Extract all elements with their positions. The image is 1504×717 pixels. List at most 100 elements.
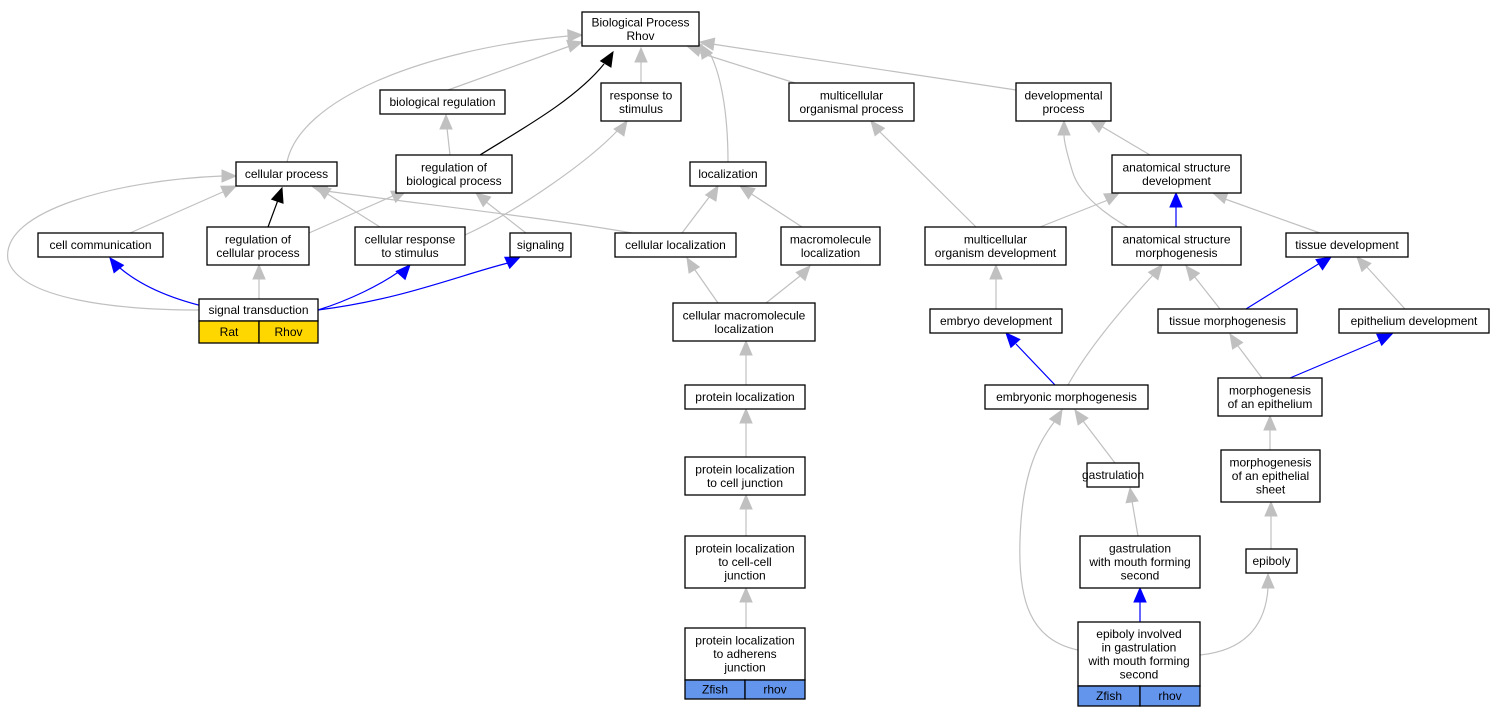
node-label-line: cell communication (49, 238, 151, 252)
arrowhead-icon (439, 113, 453, 130)
edge-anat_morph-to-dev_proc (1057, 119, 1151, 239)
node-label-line: embryonic morphogenesis (996, 390, 1137, 404)
node-label-line: morphogenesis (1135, 246, 1217, 260)
node-label-line: localization (698, 167, 757, 181)
edge-sig_trans-to-signaling (317, 256, 522, 311)
node-bio-reg[interactable]: biological regulation (379, 89, 506, 115)
arrowhead-icon (1005, 332, 1021, 349)
node-label-line: to cell junction (707, 476, 783, 490)
edge-tissue_morph-to-anat_morph (1185, 265, 1221, 310)
node-label-line: morphogenesis (1229, 456, 1311, 470)
arrowhead-icon (1169, 191, 1183, 208)
arrowhead-icon (1057, 119, 1071, 136)
node-label-line: multicellular (820, 88, 883, 102)
edge-tissue_morph-to-tissue_dev (1245, 256, 1333, 310)
arrowhead-icon (1376, 333, 1394, 347)
gene-label: Rhov (274, 325, 302, 339)
edge-epi_dev-to-tissue_dev (1356, 256, 1406, 310)
arrowhead-icon (989, 263, 1003, 280)
arrowhead-icon (567, 28, 584, 43)
arrowhead-icon (252, 263, 266, 280)
node-label-line: development (1142, 174, 1211, 188)
arrowhead-icon (1133, 586, 1147, 603)
edge-reg_bio-to-bp_root (479, 50, 614, 156)
node-label-line: anatomical structure (1122, 232, 1230, 246)
node-embryonic-morph[interactable]: embryonic morphogenesis (984, 384, 1149, 410)
node-label-line: Rhov (626, 29, 654, 43)
arrowhead-icon (870, 120, 886, 137)
node-label-line: tissue morphogenesis (1169, 314, 1286, 328)
node-label-line: stimulus (619, 102, 663, 116)
node-tissue-morph[interactable]: tissue morphogenesis (1157, 308, 1298, 334)
node-embryo-dev[interactable]: embryo development (929, 308, 1063, 334)
node-cell-comm[interactable]: cell communication (37, 232, 164, 258)
edge-reg_cell-to-cell_proc (267, 186, 284, 228)
node-epi-dev[interactable]: epithelium development (1338, 308, 1490, 334)
arrowhead-icon (1048, 408, 1063, 426)
gene-label: rhov (1158, 689, 1181, 703)
species-label: Zfish (1096, 689, 1122, 703)
node-label-line: gastrulation (1109, 542, 1171, 556)
node-signaling[interactable]: signaling (509, 232, 572, 258)
edge-embryo_dev-to-multi_dev (989, 263, 1003, 309)
node-cell-proc[interactable]: cellular process (235, 161, 338, 187)
node-label-line: morphogenesis (1229, 383, 1311, 397)
node-label-line: in gastrulation (1102, 640, 1177, 654)
edge-multi_dev-to-multi_proc (870, 120, 977, 228)
node-label-line: junction (723, 569, 765, 583)
node-prot-loc[interactable]: protein localization (684, 384, 806, 410)
node-label-line: regulation of (225, 232, 292, 246)
arrowhead-icon (1088, 119, 1106, 134)
node-label-line: epithelium development (1351, 314, 1478, 328)
node-label-line: Biological Process (591, 15, 689, 29)
node-label-line: multicellular (964, 232, 1027, 246)
node-sig-trans[interactable]: signal transduction (198, 298, 319, 322)
node-gastrulation[interactable]: gastrulation (1082, 462, 1144, 488)
arrowhead-icon (704, 184, 719, 202)
node-label-line: gastrulation (1082, 468, 1144, 482)
edge-sig_trans-to-cell_resp (317, 264, 411, 311)
node-label-line: second (1120, 667, 1159, 681)
edge-cell_macro_loc-to-macro_loc (765, 265, 811, 304)
node-label-line: protein localization (695, 542, 794, 556)
node-cell-loc[interactable]: cellular localization (614, 232, 737, 258)
node-label-line: cellular macromolecule (683, 308, 806, 322)
arrowhead-icon (109, 257, 125, 274)
edge-reg_cell-to-reg_bio (308, 190, 408, 234)
node-epiboly[interactable]: epiboly (1245, 548, 1298, 574)
node-label-line: to cell-cell (718, 555, 771, 569)
node-localization[interactable]: localization (689, 161, 767, 187)
node-tissue-dev[interactable]: tissue development (1285, 232, 1409, 258)
edge-epiboly_gast-to-epiboly (1199, 572, 1275, 656)
node-label-line: of an epithelial (1232, 469, 1309, 483)
edge-anat_morph-to-anat_dev (1169, 191, 1183, 227)
arrowhead-icon (739, 493, 753, 510)
edge-sig_trans-to-cell_proc (7, 169, 238, 311)
edge-cell_loc-to-localization (681, 184, 719, 234)
node-label-line: epiboly involved (1096, 627, 1181, 641)
edge-cell_proc-to-bp_root (286, 28, 584, 163)
edge-epiboly_gast-to-embryonic_morph (1019, 408, 1079, 651)
